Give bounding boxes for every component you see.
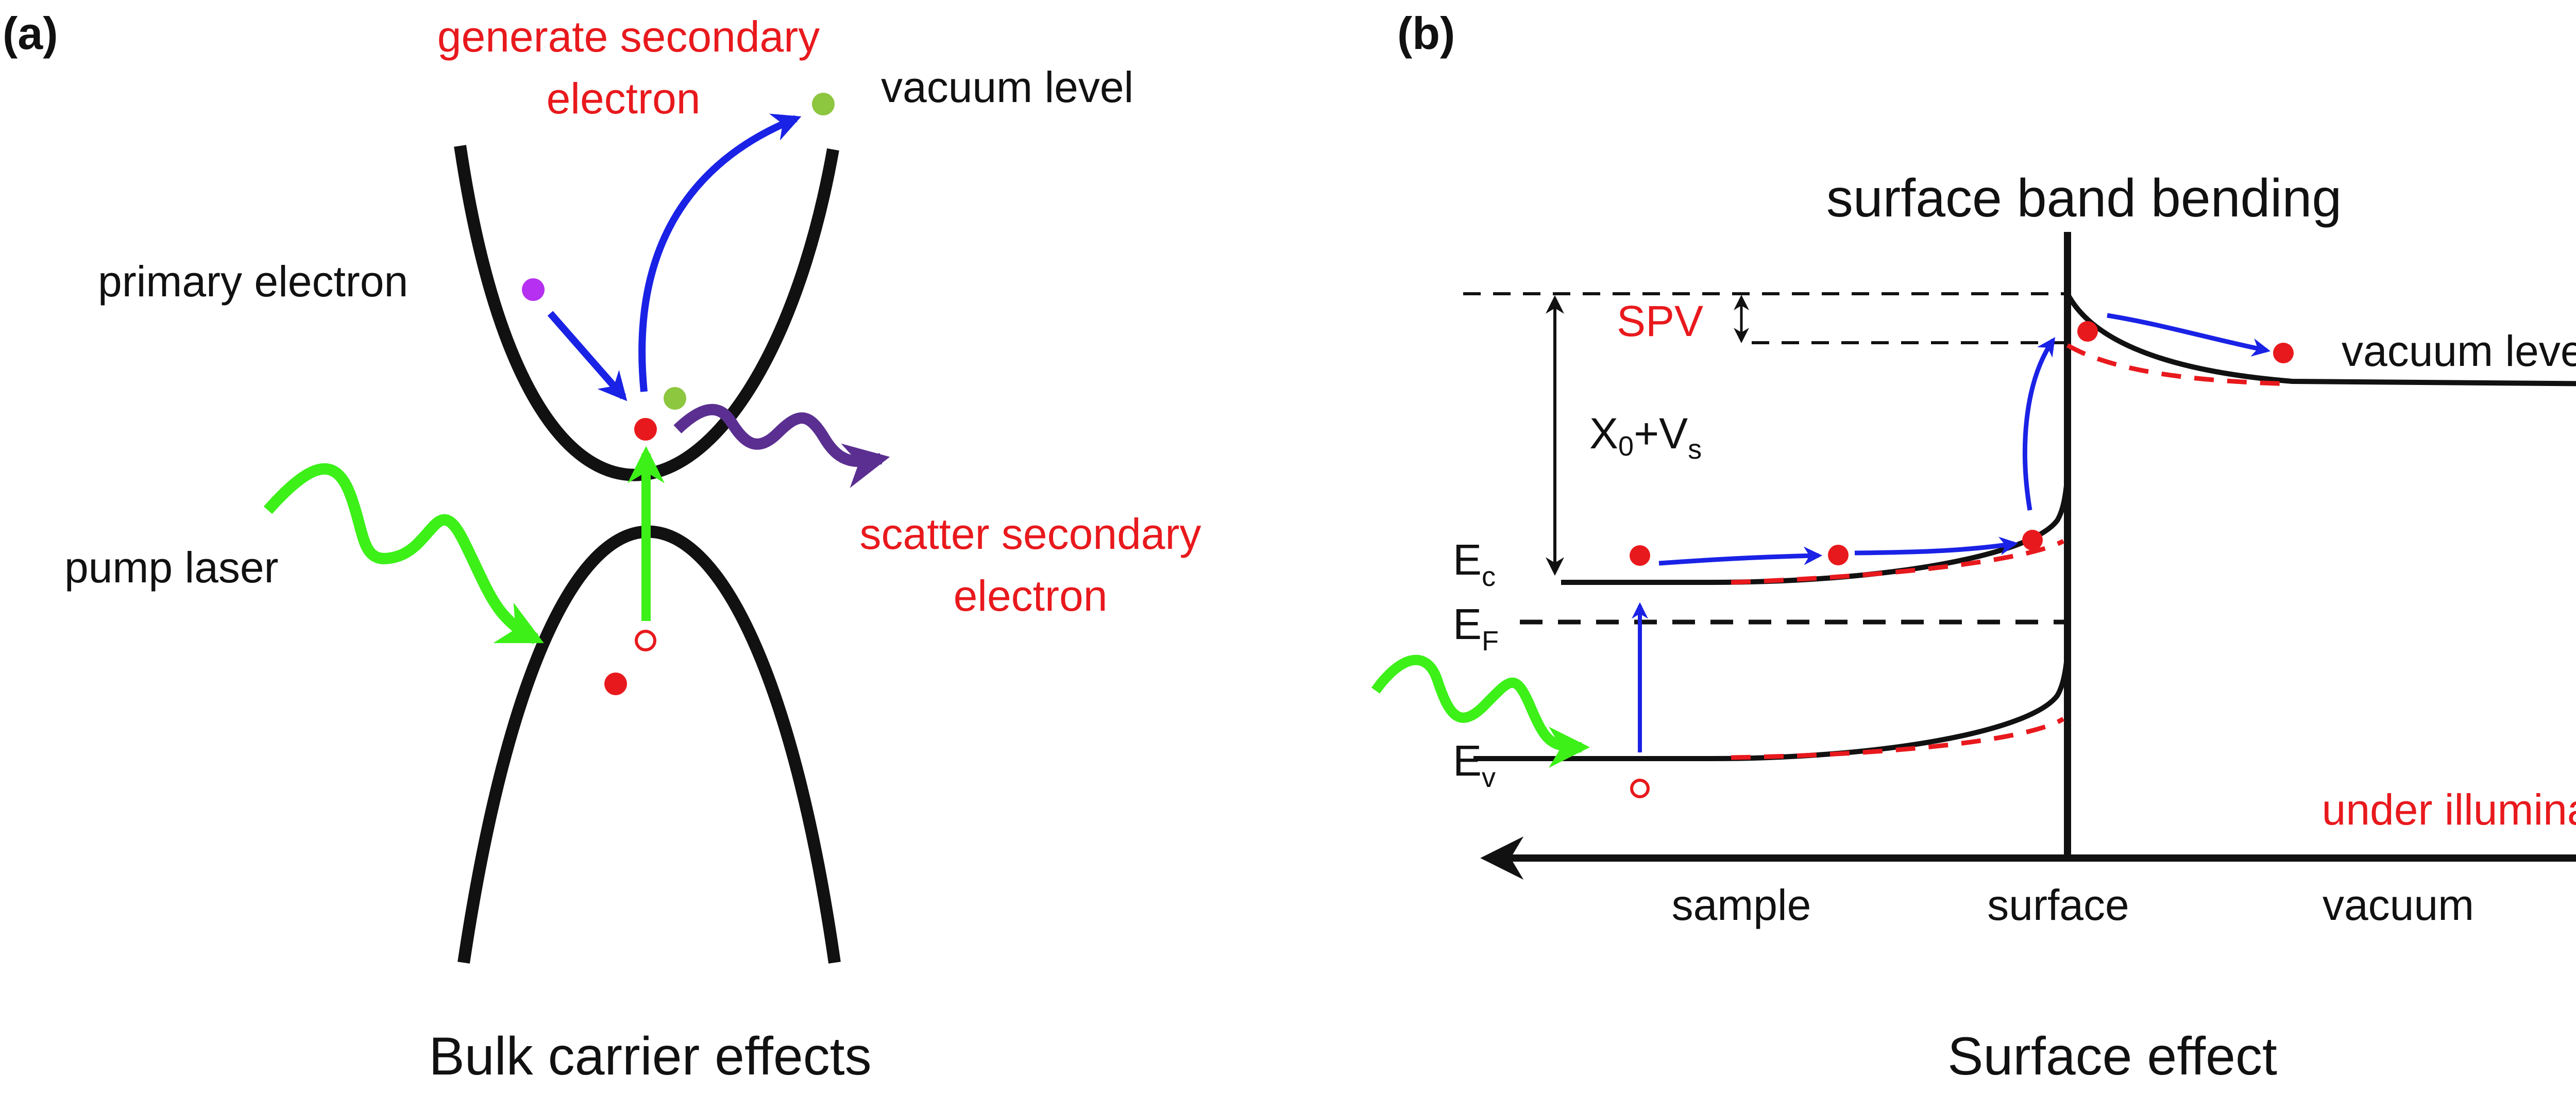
panel-b-tag: (b): [1397, 8, 1455, 59]
scatter-secondary-label-line2: electron: [954, 572, 1108, 620]
ef-label: EF: [1453, 600, 1499, 657]
axis-label-vacuum: vacuum: [2323, 881, 2474, 929]
primary-electron-dot: [522, 278, 545, 301]
axis-label-surface: surface: [1987, 881, 2129, 929]
valence-band-curve: [457, 525, 841, 964]
ec-symbol: E: [1453, 535, 1482, 584]
hole-marker: [635, 630, 656, 651]
plus-v-text: +V: [1634, 409, 1688, 458]
secondary-electron-dot: [664, 387, 686, 410]
drift-arrow-2: [1854, 536, 2019, 556]
chi-subscript: 0: [1618, 431, 1634, 462]
surface-escape-arrow: [2023, 337, 2056, 511]
pump-laser-label: pump laser: [64, 543, 279, 592]
caption-a: Bulk carrier effects: [429, 1027, 871, 1086]
ev-label: Ev: [1453, 736, 1496, 793]
vacuum-level-label-b: vacuum level: [2342, 327, 2576, 375]
vacuum-level-curve: [2065, 292, 2576, 387]
band-bending-title: surface band bending: [1826, 169, 2342, 228]
ef-subscript: F: [1482, 626, 1499, 657]
ev-symbol: E: [1453, 736, 1482, 785]
illumination-wavy-arrow: [1371, 654, 1590, 768]
spv-label: SPV: [1617, 297, 1703, 345]
axis-label-sample: sample: [1672, 881, 1811, 929]
conduction-band-illuminated: [1731, 539, 2065, 585]
generate-secondary-arrow: [638, 113, 802, 392]
v-subscript: s: [1688, 434, 1702, 465]
electron-dot-ec-3: [2022, 530, 2043, 550]
excited-electron-dot: [634, 418, 657, 441]
electron-dot-ec-2: [1828, 545, 1849, 565]
vacuum-drift-arrow: [2107, 313, 2271, 357]
primary-electron-arrow: [547, 311, 628, 401]
ef-symbol: E: [1453, 600, 1482, 648]
vacuum-level-label-a: vacuum level: [881, 63, 1133, 111]
scatter-wavy-arrow: [673, 404, 890, 488]
conduction-band-edge: [1561, 474, 2070, 585]
valence-electron-dot: [604, 673, 627, 695]
generate-secondary-label: generate secondary: [437, 12, 820, 61]
valence-band-illuminated: [1731, 717, 2065, 760]
ec-subscript: c: [1482, 561, 1496, 592]
caption-b: Surface effect: [1947, 1027, 2277, 1086]
electron-dot-ec-1: [1630, 545, 1650, 566]
panel-b: (b) surface band bending: [1371, 8, 2576, 1086]
panel-a-tag: (a): [3, 8, 58, 59]
panel-a: (a) generate secondary electron vacuum l…: [3, 8, 1201, 1086]
generate-secondary-label-line2: electron: [547, 74, 701, 123]
drift-arrow-1: [1658, 546, 1823, 566]
svg-text:Ec: Ec: [1453, 535, 1496, 592]
svg-text:EF: EF: [1453, 600, 1499, 657]
under-illumination-label: under illumination: [2322, 785, 2576, 834]
electron-dot-vacuum: [2273, 343, 2294, 363]
hole-marker-b: [1630, 779, 1650, 798]
pump-laser-wavy-arrow: [263, 463, 544, 644]
scatter-secondary-label: scatter secondary: [860, 510, 1201, 558]
ec-label: Ec: [1453, 535, 1496, 592]
primary-electron-label: primary electron: [98, 257, 408, 306]
svg-text:X0+Vs: X0+Vs: [1589, 409, 1702, 465]
electron-dot-surface: [2077, 321, 2098, 342]
svg-text:Ev: Ev: [1453, 736, 1496, 793]
electron-affinity-label: X0+Vs: [1589, 409, 1702, 465]
chi-symbol: X: [1589, 409, 1618, 458]
ev-subscript: v: [1482, 762, 1496, 793]
vacuum-electron-dot: [812, 93, 835, 115]
